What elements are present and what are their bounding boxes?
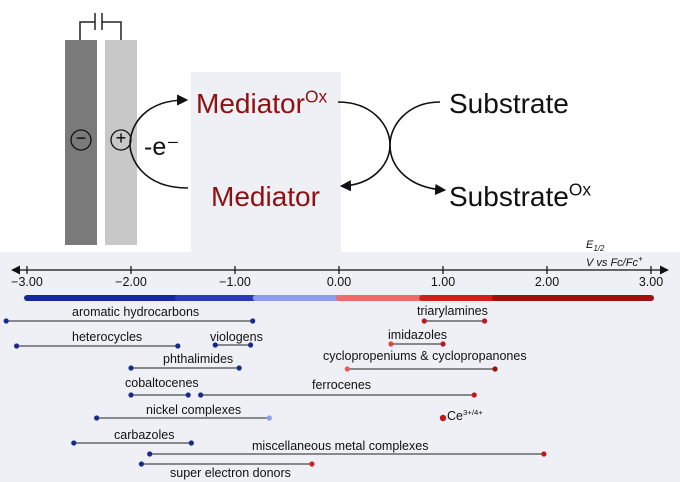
range-end-dot xyxy=(541,451,547,457)
range-end-dot xyxy=(236,365,242,371)
range-end-dot xyxy=(482,318,488,324)
range-start-dot xyxy=(128,365,134,371)
range-start-dot xyxy=(128,392,134,398)
range-end-dot xyxy=(471,392,477,398)
plus-symbol: + xyxy=(115,128,127,148)
range-start-dot xyxy=(147,451,153,457)
range-start-dot xyxy=(138,461,144,467)
tick-label: 2.00 xyxy=(534,275,560,289)
range-end-dot xyxy=(248,342,254,348)
range-label: miscellaneous metal complexes xyxy=(252,439,429,453)
mediator-return-arrow xyxy=(337,101,391,192)
range-end-dot xyxy=(309,461,315,467)
electrode-arrow xyxy=(129,94,189,189)
range-label: carbazoles xyxy=(114,428,175,442)
range-label: nickel complexes xyxy=(146,403,242,417)
range-end-dot xyxy=(250,318,256,324)
range-label: viologens xyxy=(210,330,263,344)
range-start-dot xyxy=(94,415,100,421)
range-start-dot xyxy=(421,318,427,324)
tick-label: −2.00 xyxy=(115,275,147,289)
range-start-dot xyxy=(388,341,394,347)
range-marks xyxy=(3,318,547,467)
substrate-arrow xyxy=(389,101,447,196)
range-end-dot xyxy=(188,440,194,446)
range-end-dot xyxy=(185,392,191,398)
tick-marks xyxy=(26,266,652,274)
range-label: ferrocenes xyxy=(312,378,372,392)
range-start-dot xyxy=(212,342,218,348)
electron-label: -e⁻ xyxy=(144,133,180,161)
tick-label: −3.00 xyxy=(11,275,43,289)
mediator-label: Mediator xyxy=(211,181,320,212)
range-start-dot xyxy=(3,318,9,324)
cathode-electrode xyxy=(65,40,97,245)
range-start-dot xyxy=(344,366,350,372)
range-start-dot xyxy=(71,440,77,446)
range-label: super electron donors xyxy=(170,466,291,480)
range-end-dot xyxy=(175,343,181,349)
range-label: phthalimides xyxy=(163,352,234,366)
tick-label: −1.00 xyxy=(219,275,251,289)
scheme-graphics xyxy=(65,13,447,252)
range-label: imidazoles xyxy=(388,328,448,342)
tick-label: 3.00 xyxy=(638,275,664,289)
range-start-dot xyxy=(14,343,20,349)
range-label: Ce3+/4+ xyxy=(447,407,483,423)
range-start-dot xyxy=(198,392,204,398)
anode-electrode xyxy=(105,40,137,245)
range-end-dot xyxy=(492,366,498,372)
range-label: aromatic hydrocarbons xyxy=(72,305,200,319)
potential-scale-chart xyxy=(3,265,669,467)
mediator-ox-label: MediatorOx xyxy=(196,86,328,119)
electrode-wires xyxy=(79,13,122,40)
range-end-dot xyxy=(266,415,272,421)
mediator-box xyxy=(191,72,341,252)
tick-label: 0.00 xyxy=(326,275,352,289)
range-label: triarylamines xyxy=(417,304,488,318)
substrate-ox-label: SubstrateOx xyxy=(449,179,592,212)
minus-circle-icon xyxy=(70,129,92,151)
minus-symbol: − xyxy=(75,128,87,148)
range-label: cyclopropeniums & cyclopropanones xyxy=(323,349,527,363)
range-label: cobaltocenes xyxy=(125,376,199,390)
point-marker xyxy=(439,414,447,422)
potential-scale-panel xyxy=(0,252,680,482)
tick-label: 1.00 xyxy=(430,275,456,289)
range-end-dot xyxy=(440,341,446,347)
range-label: heterocycles xyxy=(72,330,143,344)
substrate-label: Substrate xyxy=(449,88,569,119)
